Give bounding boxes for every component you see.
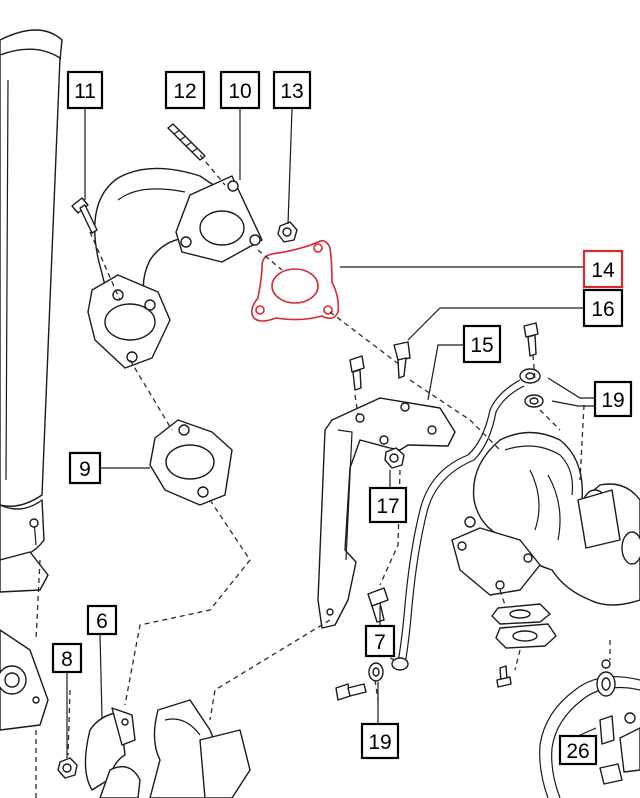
svg-text:19: 19 [601, 389, 624, 412]
callout-10[interactable]: 10 [219, 70, 261, 110]
callout-19-upper[interactable]: 19 [593, 380, 633, 418]
stud-part-12 [167, 123, 206, 161]
callout-7[interactable]: 7 [364, 624, 396, 658]
svg-text:6: 6 [96, 610, 108, 633]
gasket-part-9 [149, 419, 233, 506]
clamp-part-6 [84, 707, 141, 798]
bolt-near-washer [335, 683, 367, 701]
muffler-body [0, 29, 63, 593]
callout-6[interactable]: 6 [86, 604, 118, 636]
exhaust-elbow-part-10 [87, 167, 263, 369]
nut-part-13 [277, 221, 298, 243]
svg-text:16: 16 [591, 298, 614, 321]
callout-16[interactable]: 16 [582, 288, 624, 328]
svg-text:12: 12 [173, 80, 196, 103]
lower-exhaust-pipe [149, 699, 251, 798]
callout-19-lower[interactable]: 19 [360, 722, 400, 760]
washer-part-19-upper [524, 394, 544, 408]
washer-part-19-lower [368, 662, 384, 682]
callout-26[interactable]: 26 [558, 734, 598, 766]
fitting-part-26 [599, 712, 640, 785]
svg-text:11: 11 [74, 80, 96, 103]
bracket-part-15 [317, 397, 456, 629]
turbocharger [451, 431, 640, 606]
callout-14-selected[interactable]: 14 [582, 249, 624, 289]
svg-text:17: 17 [376, 495, 399, 518]
svg-text:8: 8 [61, 648, 73, 671]
nut-part-8 [57, 757, 78, 779]
oil-return-gasket [491, 603, 557, 649]
svg-text:10: 10 [228, 80, 251, 103]
small-bolt-bottom-right [496, 659, 611, 688]
svg-text:19: 19 [368, 731, 391, 754]
callout-12[interactable]: 12 [164, 70, 206, 110]
callout-9[interactable]: 9 [68, 451, 102, 485]
callout-15[interactable]: 15 [462, 324, 502, 364]
gasket-part-14-highlighted[interactable] [250, 240, 340, 322]
svg-text:13: 13 [280, 80, 303, 103]
svg-text:9: 9 [79, 458, 91, 481]
callout-13[interactable]: 13 [272, 70, 312, 110]
callout-17[interactable]: 17 [368, 486, 408, 524]
leader-lines [66, 108, 597, 758]
bolt-part-7 [367, 587, 389, 623]
callout-8[interactable]: 8 [51, 642, 83, 674]
oil-feed-pipe [391, 368, 541, 671]
nut-part-17 [384, 447, 405, 469]
lower-left-flange [0, 629, 49, 731]
bolt-part-16 [393, 341, 411, 379]
svg-text:15: 15 [470, 334, 493, 357]
oil-return-hose [539, 671, 640, 798]
svg-text:7: 7 [374, 631, 386, 654]
svg-text:14: 14 [591, 259, 615, 282]
svg-text:26: 26 [566, 740, 589, 763]
small-bolt-near-bracket [349, 355, 365, 391]
bolt-top-right [523, 322, 539, 357]
bolt-part-11 [71, 197, 98, 234]
callout-11[interactable]: 11 [66, 70, 104, 110]
